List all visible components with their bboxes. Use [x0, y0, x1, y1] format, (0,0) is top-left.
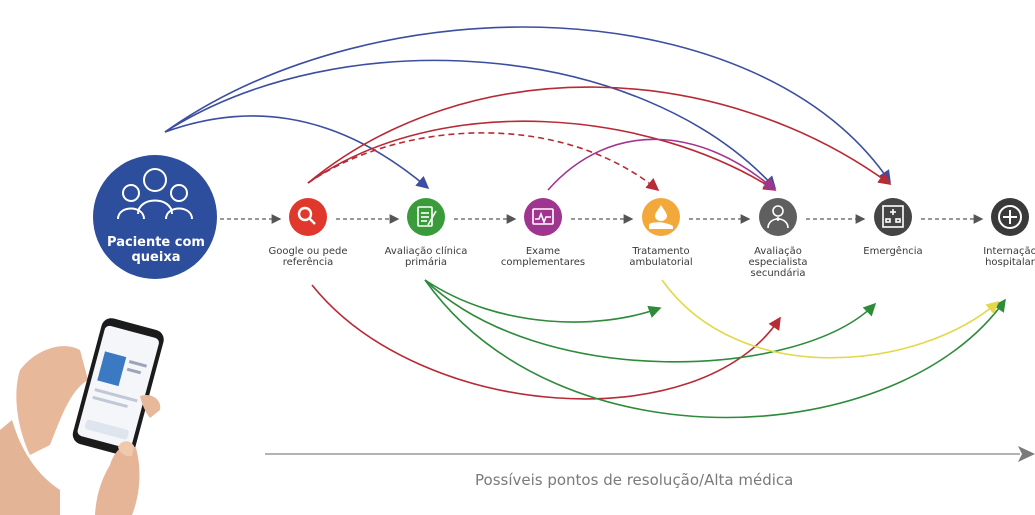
node-label-google: Google ou pede referência	[268, 246, 348, 268]
patient-node	[93, 155, 217, 279]
node-label-emergency: Emergência	[863, 246, 923, 257]
hand-care-icon	[649, 205, 673, 229]
arrow-treatment-to-admission	[661, 279, 1000, 359]
node-google	[289, 198, 327, 236]
arrow-primary-to-treatment	[424, 279, 662, 323]
medical-cross-icon	[998, 205, 1022, 229]
node-label-treatment: Tratamento ambulatorial	[629, 246, 693, 268]
node-treatment	[642, 198, 680, 236]
node-admission	[991, 198, 1029, 236]
arrow-google-to-treatment-dashed	[307, 132, 660, 192]
resolution-axis	[265, 446, 1035, 462]
arrow-patient-to-emergency	[164, 26, 891, 184]
node-label-exam: Exame complementares	[500, 246, 586, 268]
node-label-admission: Internação hospitalar	[983, 246, 1035, 268]
arrow-primary-to-emergency	[424, 279, 877, 363]
search-icon	[297, 206, 316, 225]
exam-icon	[532, 208, 554, 225]
arrow-patient-to-specialist	[164, 59, 777, 190]
node-specialist	[759, 198, 797, 236]
patient-label: Paciente com queixa	[107, 235, 205, 265]
upper-arrows	[164, 26, 892, 192]
node-exam	[524, 198, 562, 236]
arrow-patient-to-primary	[164, 115, 430, 190]
resolution-axis-label: Possíveis pontos de resolução/Alta médic…	[475, 471, 794, 489]
people-icon	[117, 168, 193, 220]
clipboard-icon	[417, 206, 437, 227]
node-primary	[407, 198, 445, 236]
node-emergency	[874, 198, 912, 236]
arrow-google-to-emergency	[307, 86, 892, 185]
phone-in-hand-illustration	[0, 318, 164, 515]
arrow-primary-to-admission	[424, 279, 1006, 419]
node-label-specialist: Avaliação especialista secundária	[748, 246, 808, 279]
arrow-exam-to-specialist	[547, 138, 777, 192]
hospital-icon	[882, 205, 904, 228]
lower-arrows	[311, 279, 1006, 419]
node-label-primary: Avaliação clínica primária	[384, 246, 468, 268]
arrow-google-to-specialist	[307, 120, 777, 191]
arrow-google-to-specialist-lower	[311, 284, 781, 400]
doctor-icon	[767, 205, 789, 229]
